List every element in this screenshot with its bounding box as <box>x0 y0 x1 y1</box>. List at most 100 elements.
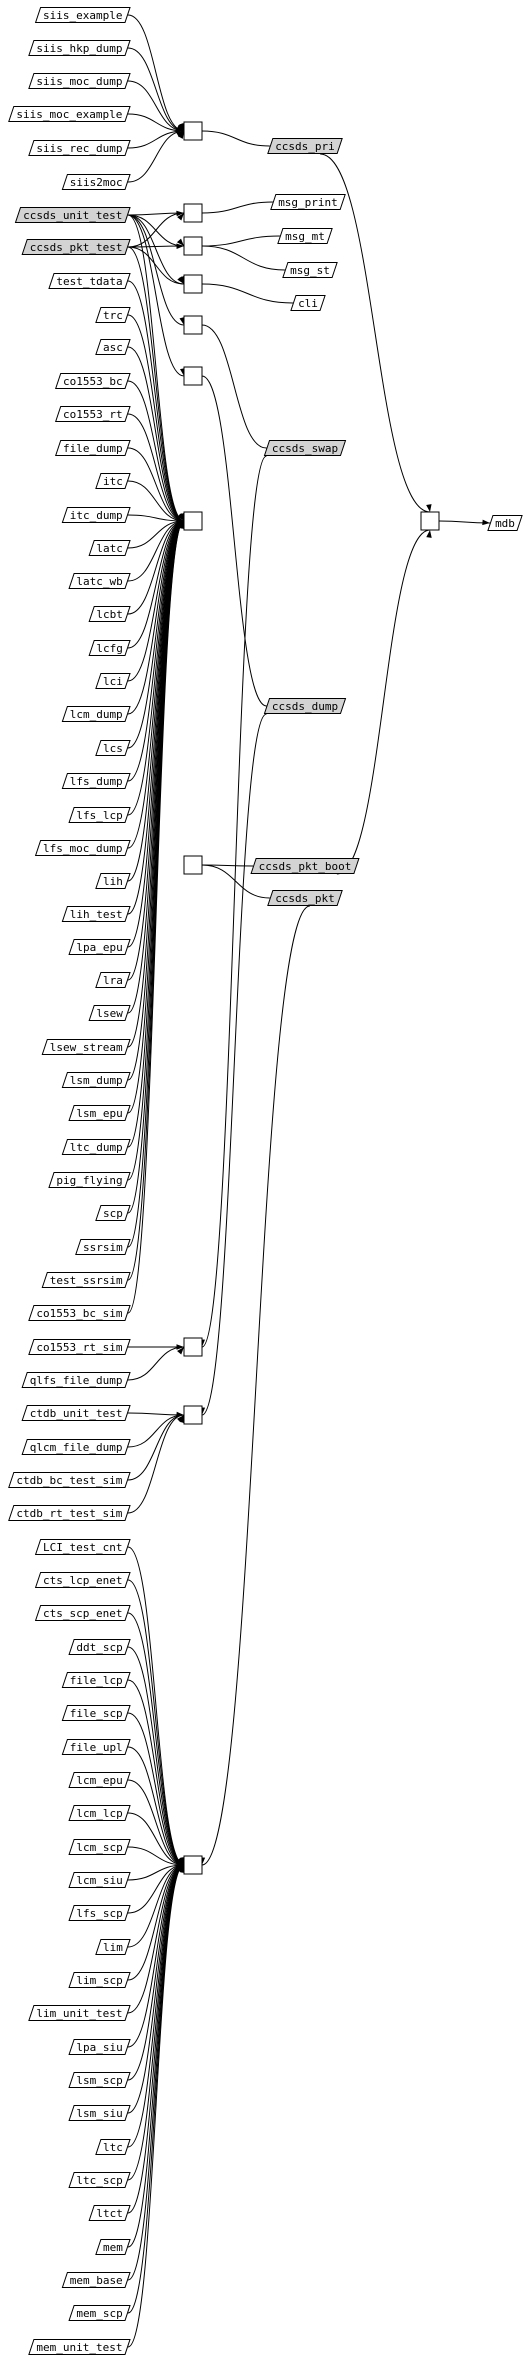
node-label: lfs_moc_dump <box>43 842 122 855</box>
node-lfs-lcp[interactable]: lfs_lcp <box>68 807 131 823</box>
node-ccsds-swap[interactable]: ccsds_swap <box>263 440 347 456</box>
node-lfs-scp[interactable]: lfs_scp <box>68 1905 131 1921</box>
node-ltc-scp[interactable]: ltc_scp <box>68 2172 131 2188</box>
node-file-dump[interactable]: file_dump <box>55 440 131 456</box>
node-qlcm-file-dump[interactable]: qlcm_file_dump <box>21 1439 131 1455</box>
node-ccsds-pkt-boot[interactable]: ccsds_pkt_boot <box>250 858 360 874</box>
node-itc-dump[interactable]: itc_dump <box>61 507 131 523</box>
edge <box>127 314 185 522</box>
node-file-lcp[interactable]: file_lcp <box>61 1672 131 1688</box>
node-lsew-stream[interactable]: lsew_stream <box>41 1039 131 1055</box>
node-co1553-bc[interactable]: co1553_bc <box>55 373 131 389</box>
node-lcm-siu[interactable]: lcm_siu <box>68 1872 131 1888</box>
node-mem[interactable]: mem <box>95 2239 131 2255</box>
node-lim-scp[interactable]: lim_scp <box>68 1972 131 1988</box>
edge <box>127 1846 185 1866</box>
node-ccsds-pkt-test[interactable]: ccsds_pkt_test <box>21 239 131 255</box>
node-mem-unit-test[interactable]: mem_unit_test <box>28 2339 131 2355</box>
node-qlfs-file-dump[interactable]: qlfs_file_dump <box>21 1372 131 1388</box>
arrowhead <box>177 513 184 521</box>
edge <box>127 214 185 522</box>
node-siis-moc-example[interactable]: siis_moc_example <box>8 106 131 122</box>
node-siis2moc[interactable]: siis2moc <box>61 174 131 190</box>
node-ccsds-dump[interactable]: ccsds_dump <box>263 698 347 714</box>
node-cts-lcp-enet[interactable]: cts_lcp_enet <box>34 1572 131 1588</box>
edge <box>127 480 185 522</box>
node-scp[interactable]: scp <box>95 1205 131 1221</box>
node-label: ccsds_unit_test <box>23 209 122 222</box>
node-lcm-scp[interactable]: lcm_scp <box>68 1839 131 1855</box>
node-lsm-siu[interactable]: lsm_siu <box>68 2105 131 2121</box>
node-lcbt[interactable]: lcbt <box>88 606 131 622</box>
node-lra[interactable]: lra <box>95 972 131 988</box>
node-lfs-dump[interactable]: lfs_dump <box>61 773 131 789</box>
node-siis-moc-dump[interactable]: siis_moc_dump <box>28 73 131 89</box>
node-lim[interactable]: lim <box>95 1939 131 1955</box>
node-ltct[interactable]: ltct <box>88 2205 131 2221</box>
node-test-tdata[interactable]: test_tdata <box>48 273 131 289</box>
node-label: ccsds_pkt_test <box>30 241 123 254</box>
node-trc[interactable]: trc <box>95 307 131 323</box>
node-lsm-scp[interactable]: lsm_scp <box>68 2072 131 2088</box>
node-lcm-dump[interactable]: lcm_dump <box>61 706 131 722</box>
node-label: trc <box>103 309 123 322</box>
node-mem-scp[interactable]: mem_scp <box>68 2305 131 2321</box>
node-lim-unit-test[interactable]: lim_unit_test <box>28 2005 131 2021</box>
node-msg-st[interactable]: msg_st <box>282 262 338 278</box>
node-lcm-lcp[interactable]: lcm_lcp <box>68 1805 131 1821</box>
node-label: latc_wb <box>76 575 122 588</box>
node-ltc-dump[interactable]: ltc_dump <box>61 1139 131 1155</box>
node-siis-rec-dump[interactable]: siis_rec_dump <box>28 140 131 156</box>
node-ctdb-rt-test-sim[interactable]: ctdb_rt_test_sim <box>8 1505 131 1521</box>
node-siis-example[interactable]: siis_example <box>34 7 131 23</box>
node-lsew[interactable]: lsew <box>88 1005 131 1021</box>
edge <box>127 520 185 715</box>
node-cts-scp-enet[interactable]: cts_scp_enet <box>34 1605 131 1621</box>
node-lcfg[interactable]: lcfg <box>88 640 131 656</box>
node-mdb[interactable]: mdb <box>487 515 523 531</box>
node-ccsds-pri[interactable]: ccsds_pri <box>267 138 343 154</box>
node-ctdb-unit-test[interactable]: ctdb_unit_test <box>21 1405 131 1421</box>
node-ctdb-bc-test-sim[interactable]: ctdb_bc_test_sim <box>8 1472 131 1488</box>
node-itc[interactable]: itc <box>95 473 131 489</box>
node-lih-test[interactable]: lih_test <box>61 906 131 922</box>
node-mem-base[interactable]: mem_base <box>61 2272 131 2288</box>
edge <box>127 447 185 522</box>
node-ddt-scp[interactable]: ddt_scp <box>68 1639 131 1655</box>
node-lih[interactable]: lih <box>95 873 131 889</box>
node-co1553-rt[interactable]: co1553_rt <box>55 406 131 422</box>
node-lcm-epu[interactable]: lcm_epu <box>68 1772 131 1788</box>
node-shape <box>8 1472 131 1488</box>
node-lfs-moc-dump[interactable]: lfs_moc_dump <box>34 840 131 856</box>
node-lci[interactable]: lci <box>95 673 131 689</box>
node-cli[interactable]: cli <box>290 295 326 311</box>
node-label: lim <box>103 1941 123 1954</box>
node-ltc[interactable]: ltc <box>95 2139 131 2155</box>
node-file-upl[interactable]: file_upl <box>61 1739 131 1755</box>
node-lsm-dump[interactable]: lsm_dump <box>61 1072 131 1088</box>
node-pig-flying[interactable]: pig_flying <box>48 1172 131 1188</box>
node-siis-hkp-dump[interactable]: siis_hkp_dump <box>28 40 131 56</box>
node-ssrsim[interactable]: ssrsim <box>75 1239 131 1255</box>
node-lpa-siu[interactable]: lpa_siu <box>68 2039 131 2055</box>
node-asc[interactable]: asc <box>95 339 131 355</box>
node-co1553-rt-sim[interactable]: co1553_rt_sim <box>28 1339 131 1355</box>
node-lcs[interactable]: lcs <box>95 740 131 756</box>
node-shape <box>487 515 523 531</box>
node-latc[interactable]: latc <box>88 540 131 556</box>
node-lsm-epu[interactable]: lsm_epu <box>68 1105 131 1121</box>
node-label: qlfs_file_dump <box>30 1374 123 1387</box>
node-msg-mt[interactable]: msg_mt <box>277 228 333 244</box>
node-co1553-bc-sim[interactable]: co1553_bc_sim <box>28 1305 131 1321</box>
edge <box>127 113 185 132</box>
node-ccsds-unit-test[interactable]: ccsds_unit_test <box>14 207 131 223</box>
node-latc-wb[interactable]: latc_wb <box>68 573 131 589</box>
node-test-ssrsim[interactable]: test_ssrsim <box>41 1272 131 1288</box>
arrowhead <box>482 519 490 526</box>
node-lpa-epu[interactable]: lpa_epu <box>68 939 131 955</box>
node-file-scp[interactable]: file_scp <box>61 1705 131 1721</box>
edge <box>127 520 185 615</box>
node-msg-print[interactable]: msg_print <box>270 194 346 210</box>
node-LCI-test-cnt[interactable]: LCI_test_cnt <box>34 1539 131 1555</box>
node-ccsds-pkt[interactable]: ccsds_pkt <box>267 890 343 906</box>
